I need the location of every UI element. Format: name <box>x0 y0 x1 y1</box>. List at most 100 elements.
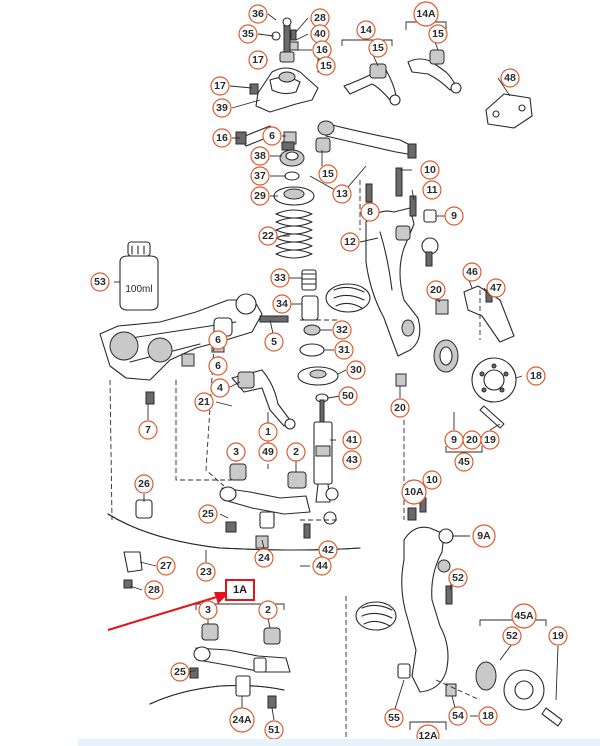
svg-text:19: 19 <box>484 434 496 446</box>
callout-c51[interactable]: 51 <box>264 720 284 740</box>
callout-c25b[interactable]: 25 <box>170 662 190 682</box>
callout-c45A[interactable]: 45A <box>511 603 537 629</box>
callout-layer: 36 28 35 40 16 14 15 14A 15 17 15 48 17 … <box>90 1 568 746</box>
callout-c35[interactable]: 35 <box>238 24 258 44</box>
callout-c20b[interactable]: 20 <box>390 398 410 418</box>
svg-text:20: 20 <box>430 284 442 296</box>
callout-c16a[interactable]: 16 <box>312 40 332 60</box>
svg-text:6: 6 <box>269 130 275 142</box>
callout-c55[interactable]: 55 <box>384 708 404 728</box>
callout-c46[interactable]: 46 <box>462 262 482 282</box>
callout-c24a[interactable]: 24 <box>254 548 274 568</box>
svg-text:3: 3 <box>233 446 239 458</box>
callout-c21[interactable]: 21 <box>194 392 214 412</box>
callout-c52a[interactable]: 52 <box>448 568 468 588</box>
svg-text:2: 2 <box>265 604 271 616</box>
callout-c15c[interactable]: 15 <box>316 56 336 76</box>
callout-c25a[interactable]: 25 <box>198 504 218 524</box>
callout-c29[interactable]: 29 <box>250 186 270 206</box>
callout-c17b[interactable]: 17 <box>210 76 230 96</box>
callout-c4[interactable]: 4 <box>210 378 230 398</box>
svg-text:54: 54 <box>452 710 464 722</box>
svg-text:14A: 14A <box>416 8 436 20</box>
callout-c33[interactable]: 33 <box>270 268 290 288</box>
callout-c6b[interactable]: 6 <box>208 330 228 350</box>
callout-c9b[interactable]: 9 <box>444 430 464 450</box>
svg-text:10: 10 <box>424 164 436 176</box>
callout-c10a[interactable]: 10 <box>420 160 440 180</box>
callout-c18b[interactable]: 18 <box>478 706 498 726</box>
callout-c3a[interactable]: 3 <box>226 442 246 462</box>
wheel-hub-lower <box>475 661 563 727</box>
svg-text:47: 47 <box>490 282 502 294</box>
callout-c19a[interactable]: 19 <box>480 430 500 450</box>
callout-c28b[interactable]: 28 <box>144 580 164 600</box>
callout-c15b[interactable]: 15 <box>428 24 448 44</box>
callout-c16b[interactable]: 16 <box>212 128 232 148</box>
svg-text:10A: 10A <box>404 486 424 498</box>
callout-c15a[interactable]: 15 <box>368 38 388 58</box>
callout-c30[interactable]: 30 <box>346 360 366 380</box>
upper-control-arm <box>315 49 462 159</box>
callout-c7[interactable]: 7 <box>138 420 158 440</box>
svg-text:53: 53 <box>94 276 106 288</box>
callout-c12[interactable]: 12 <box>340 232 360 252</box>
callout-c6c[interactable]: 6 <box>208 356 228 376</box>
callout-c28a[interactable]: 28 <box>310 8 330 28</box>
callout-c36[interactable]: 36 <box>248 4 268 24</box>
callout-c47[interactable]: 47 <box>486 278 506 298</box>
callout-c20c[interactable]: 20 <box>462 430 482 450</box>
callout-c49[interactable]: 49 <box>258 442 278 462</box>
callout-c10b[interactable]: 10 <box>422 470 442 490</box>
callout-c53[interactable]: 53 <box>90 272 110 292</box>
callout-c40[interactable]: 40 <box>310 24 330 44</box>
callout-c13[interactable]: 13 <box>332 184 352 204</box>
callout-c14A[interactable]: 14A <box>413 1 439 27</box>
callout-c1[interactable]: 1 <box>258 422 278 442</box>
svg-text:37: 37 <box>254 170 266 182</box>
callout-c52b[interactable]: 52 <box>502 626 522 646</box>
callout-c19b[interactable]: 19 <box>548 626 568 646</box>
svg-text:2: 2 <box>293 446 299 458</box>
svg-text:45: 45 <box>458 456 470 468</box>
callout-c18a[interactable]: 18 <box>526 366 546 386</box>
callout-c22[interactable]: 22 <box>258 226 278 246</box>
callout-c41[interactable]: 41 <box>342 430 362 450</box>
callout-c3b[interactable]: 3 <box>198 600 218 620</box>
callout-c11[interactable]: 11 <box>422 180 442 200</box>
callout-c43[interactable]: 43 <box>342 450 362 470</box>
callout-c14[interactable]: 14 <box>356 20 376 40</box>
callout-c20a[interactable]: 20 <box>426 280 446 300</box>
callout-c32[interactable]: 32 <box>332 320 352 340</box>
callout-c48[interactable]: 48 <box>500 68 520 88</box>
callout-c10A[interactable]: 10A <box>401 479 427 505</box>
callout-c9a[interactable]: 9 <box>444 206 464 226</box>
callout-c17a[interactable]: 17 <box>248 50 268 70</box>
callout-c26[interactable]: 26 <box>134 474 154 494</box>
callout-c2b[interactable]: 2 <box>258 600 278 620</box>
callout-c8[interactable]: 8 <box>360 202 380 222</box>
callout-c34[interactable]: 34 <box>272 294 292 314</box>
callout-c2a[interactable]: 2 <box>286 442 306 462</box>
callout-c45a[interactable]: 45 <box>454 452 474 472</box>
callout-c44[interactable]: 44 <box>312 556 332 576</box>
callout-c24A[interactable]: 24A <box>229 707 255 733</box>
svg-text:1A: 1A <box>233 584 247 596</box>
callout-c42[interactable]: 42 <box>318 540 338 560</box>
callout-c27[interactable]: 27 <box>156 556 176 576</box>
svg-text:20: 20 <box>394 402 406 414</box>
callout-c9A[interactable]: 9A <box>472 524 496 548</box>
callout-c15d[interactable]: 15 <box>318 164 338 184</box>
highlight-callout-1A[interactable]: 1A <box>225 579 255 601</box>
svg-text:6: 6 <box>215 334 221 346</box>
callout-c23[interactable]: 23 <box>196 562 216 582</box>
callout-c37[interactable]: 37 <box>250 166 270 186</box>
callout-c31[interactable]: 31 <box>334 340 354 360</box>
svg-text:12: 12 <box>344 236 356 248</box>
callout-c50[interactable]: 50 <box>338 386 358 406</box>
callout-c54[interactable]: 54 <box>448 706 468 726</box>
callout-c38[interactable]: 38 <box>250 146 270 166</box>
callout-c39[interactable]: 39 <box>212 98 232 118</box>
callout-c5[interactable]: 5 <box>264 332 284 352</box>
callout-c6a[interactable]: 6 <box>262 126 282 146</box>
